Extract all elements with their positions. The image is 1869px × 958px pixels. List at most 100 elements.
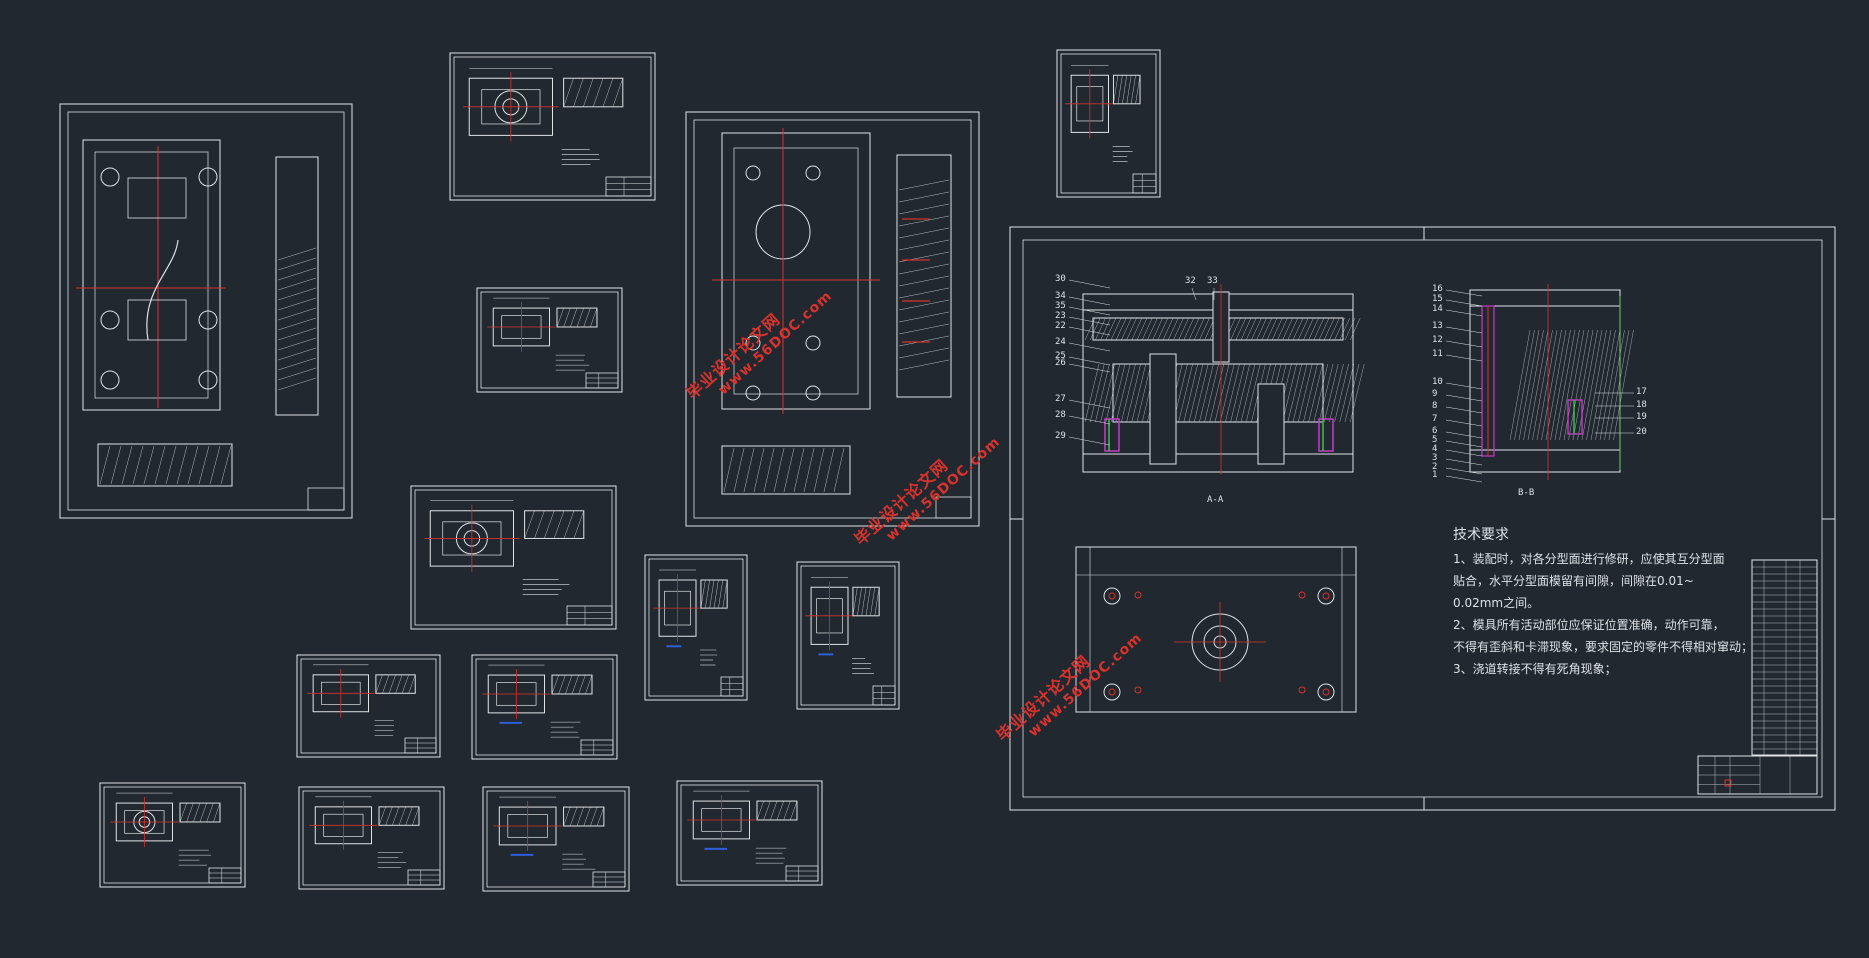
- hatch-line: [1339, 363, 1354, 423]
- hatch-line: [1577, 329, 1598, 441]
- hatch-line: [857, 587, 862, 616]
- screw-hole: [1298, 686, 1306, 694]
- side-section: [896, 154, 952, 398]
- hatch-line: [277, 287, 317, 301]
- leader-line: [1068, 342, 1111, 352]
- hatch-line: [570, 308, 578, 328]
- hatch-line: [813, 447, 825, 493]
- section-label-a: A-A: [1207, 495, 1224, 505]
- hatch-line: [277, 347, 317, 361]
- hatch-line: [1350, 363, 1365, 423]
- leader-line: [1068, 356, 1111, 366]
- hatch-line: [898, 275, 950, 287]
- hatch-line: [1595, 329, 1616, 441]
- leader-line: [1445, 440, 1483, 448]
- hatch-line: [544, 510, 555, 539]
- hatch-line: [375, 674, 383, 694]
- hatch-line: [590, 807, 598, 827]
- hatch-line: [1318, 317, 1330, 341]
- hatch-line: [563, 78, 574, 107]
- guide-hole: [100, 370, 120, 390]
- hatch-line: [602, 78, 614, 107]
- drawing-sheet-12: [1056, 49, 1161, 198]
- guide-hole: [1317, 683, 1335, 701]
- hatch-line: [1135, 75, 1141, 104]
- hatch-line: [1287, 363, 1302, 423]
- callout-20: 20: [1636, 427, 1647, 437]
- hatch-line: [1084, 363, 1100, 423]
- sheet-frame: [800, 565, 896, 706]
- drawing-sheets: [59, 49, 1161, 892]
- hatch-line: [1334, 317, 1345, 341]
- callout-26: 26: [1055, 358, 1066, 368]
- hatch-line: [713, 579, 719, 609]
- hatch-line: [1256, 317, 1267, 341]
- hatch-line: [612, 78, 623, 107]
- hatch-line: [1183, 363, 1198, 423]
- callout-23: 23: [1055, 311, 1066, 321]
- hatch-line: [1246, 363, 1261, 423]
- hatch-line: [277, 327, 317, 341]
- guide-hole-center: [1108, 592, 1116, 600]
- mold-plate: [82, 139, 221, 411]
- leader-line: [1445, 340, 1483, 348]
- hatch-line: [1130, 75, 1136, 104]
- hatch-line: [833, 447, 845, 493]
- callout-3: 3: [1432, 453, 1438, 463]
- section-b-outline: [1469, 289, 1621, 473]
- hatch-line: [583, 807, 591, 827]
- guide-hole-center: [1108, 688, 1116, 696]
- hatch-line: [1292, 363, 1308, 423]
- hatch-line: [585, 675, 593, 695]
- hatch-line: [277, 367, 317, 381]
- hatch-line: [401, 674, 409, 694]
- title-block: [585, 372, 619, 389]
- guide-hole: [805, 385, 821, 401]
- bottom-clamp-plate: [1469, 449, 1621, 473]
- hatch-line: [763, 801, 771, 821]
- hatch-line: [1199, 363, 1214, 423]
- sheet-border: [482, 786, 630, 892]
- callout-15: 15: [1432, 294, 1443, 304]
- hatch-line: [143, 445, 155, 485]
- callout-22: 22: [1055, 321, 1066, 331]
- hatch-line: [1147, 317, 1158, 341]
- hatch-line: [1292, 317, 1304, 341]
- hatch-line: [1105, 317, 1116, 341]
- hatch-line: [1313, 317, 1324, 341]
- callout-5: 5: [1432, 435, 1438, 445]
- hatch-line: [1604, 329, 1625, 441]
- hatch-line: [898, 323, 950, 335]
- hatch-line: [186, 803, 194, 823]
- sheet-frame: [648, 558, 744, 697]
- drawing-sheet-6: [644, 554, 748, 701]
- guide-hole: [198, 310, 218, 330]
- hatch-line: [763, 447, 775, 493]
- title-mark: [1724, 779, 1732, 787]
- hatch-line: [1282, 317, 1293, 341]
- title-block: [404, 737, 437, 754]
- hatch-line: [1220, 363, 1235, 423]
- hatch-line: [551, 675, 559, 695]
- hatch-line: [1532, 329, 1553, 441]
- drawing-sheet-8: [99, 782, 246, 888]
- hatch-line: [773, 447, 785, 493]
- tech-req-line-3: 0.02mm之间。: [1453, 596, 1540, 610]
- hatch-line: [563, 308, 571, 328]
- hatch-line: [573, 78, 584, 107]
- hatch-line: [1550, 329, 1571, 441]
- hatch-line: [1100, 317, 1111, 341]
- hatch-line: [1329, 363, 1344, 423]
- sheet-border: [410, 485, 617, 630]
- hatch-line: [1188, 363, 1204, 423]
- hatch-line: [1240, 317, 1252, 341]
- hatch-line: [1329, 317, 1340, 341]
- hatch-line: [571, 675, 579, 695]
- title-block: [872, 685, 896, 706]
- hatch-line: [1110, 317, 1122, 341]
- sheet-frame: [103, 786, 242, 884]
- side-view: [700, 579, 728, 609]
- callout-28: 28: [1055, 410, 1066, 420]
- hatch-line: [277, 277, 317, 291]
- hatch-line: [1240, 363, 1256, 423]
